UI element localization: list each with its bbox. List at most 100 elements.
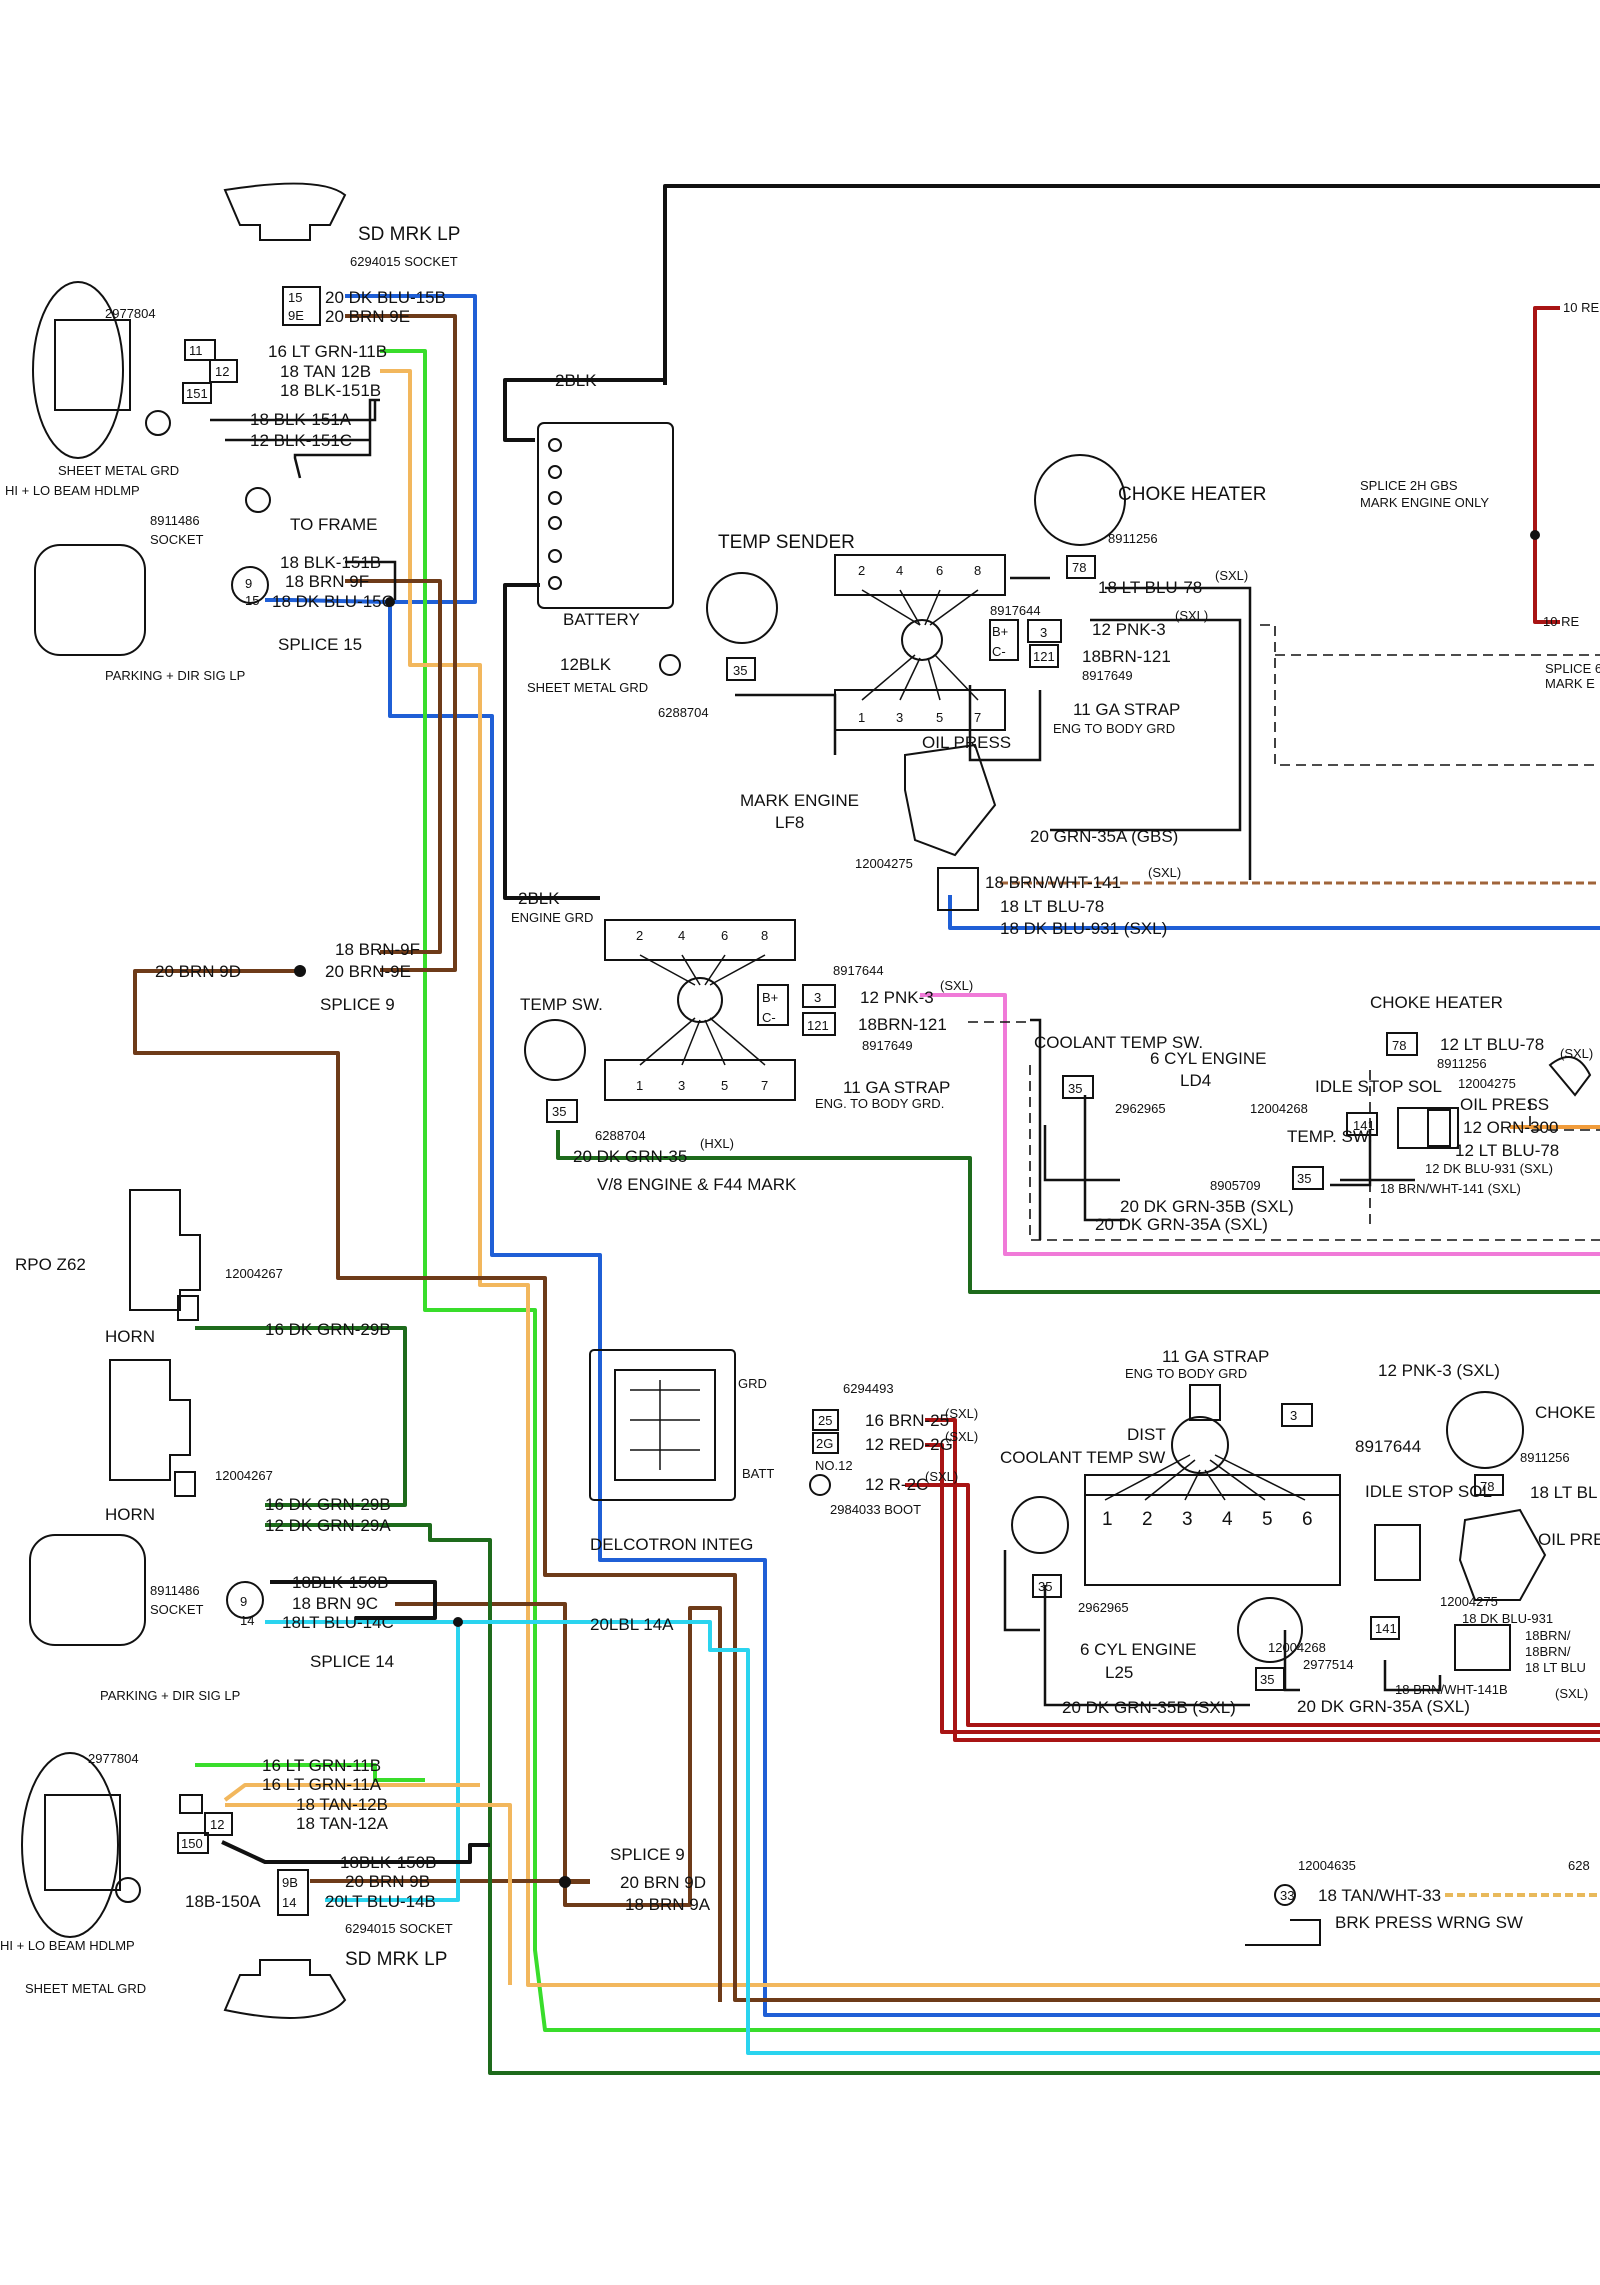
w-20dkgrn35: 20 DK GRN-35 — [573, 1147, 687, 1166]
conn-35-l25 — [1032, 1574, 1062, 1598]
dashed-wires — [968, 624, 1600, 1241]
blue-931-wire — [948, 895, 1600, 930]
c35-ld4: 35 — [1068, 1081, 1082, 1096]
w-18blk151a: 18 BLK-151A — [250, 410, 352, 429]
oil-press: OIL PRESS — [922, 733, 1011, 752]
w-18dkblu931: 18 DK BLU-931 (SXL) — [1000, 919, 1167, 938]
socket-top — [282, 286, 321, 326]
sheet-metal-grd: SHEET METAL GRD — [58, 463, 179, 478]
temp-sender — [706, 572, 778, 644]
svg-text:4: 4 — [1222, 1509, 1233, 1530]
w-12ltblu78: 12 LT BLU-78 — [1440, 1035, 1544, 1054]
w-18brn9a: 18 BRN 9A — [625, 1895, 711, 1914]
w-12dkgrn29a: 12 DK GRN-29A — [265, 1516, 391, 1535]
w-11ga-strap-3: 11 GA STRAP — [1162, 1347, 1269, 1366]
pink-pnk3-wire — [920, 993, 1600, 1256]
c12: 12 — [215, 364, 229, 379]
dk-green-29b-wire — [195, 1326, 407, 1507]
brown-9d-wire — [133, 969, 1600, 2002]
w-18blk150b-2: 18BLK-150B — [340, 1853, 436, 1872]
w-12red2g: 12 RED-2G — [865, 1435, 953, 1454]
sxl-m: (SXL) — [945, 1429, 978, 1444]
part-8911256-2: 8911256 — [1437, 1056, 1487, 1071]
lt-green-11b-wire — [380, 349, 1600, 2032]
w-2blk: 2BLK — [555, 371, 597, 390]
conn-151 — [182, 382, 212, 404]
sheet-metal-grd-3: SHEET METAL GRD — [25, 1981, 146, 1996]
w-18blk151b: 18 BLK-151B — [280, 381, 381, 400]
part-6294493: 6294493 — [843, 1381, 894, 1396]
black-150-lower-wire — [221, 1840, 490, 1864]
headlamp-top — [32, 281, 124, 459]
part-2984033: 2984033 BOOT — [830, 1502, 921, 1517]
components — [21, 182, 1592, 2019]
red-10-wire — [1533, 306, 1560, 624]
socket-bottom — [277, 1869, 309, 1916]
brown-9c-wire — [395, 1602, 590, 1884]
c35-top: 35 — [733, 663, 747, 678]
w-12pnk3-2: 12 PNK-3 — [860, 988, 934, 1007]
eng-to-body-grd-2: ENG. TO BODY GRD. — [815, 1096, 944, 1111]
choke-heater-2: CHOKE HEATER — [1370, 993, 1503, 1012]
w-18brnwht141: 18 BRN/WHT-141 — [985, 873, 1121, 892]
svg-text:6: 6 — [936, 563, 943, 578]
svg-text:7: 7 — [761, 1078, 768, 1093]
socket-label-2: SOCKET — [150, 532, 204, 547]
coolant-temp-sw-2: COOLANT TEMP SW — [1000, 1448, 1165, 1467]
w-2blk-2: 2BLK — [518, 889, 560, 908]
part-12004268: 12004268 — [1250, 1101, 1308, 1116]
part-12004275-3: 12004275 — [1440, 1594, 1498, 1609]
conn-78-ld4 — [1386, 1032, 1418, 1056]
c35-temp-l25: 35 — [1260, 1672, 1274, 1687]
rpo-z62: RPO Z62 — [15, 1255, 86, 1274]
part-12004275-2: 12004275 — [1458, 1076, 1516, 1091]
sd-mrk-lp-label: SD MRK LP — [358, 224, 460, 245]
part-8917644: 8917644 — [990, 603, 1041, 618]
choke-heater-3: CHOKE HEATER — [1535, 1403, 1600, 1422]
brown-9a-wire — [563, 1606, 722, 2002]
conn-150-lower — [177, 1832, 209, 1854]
dist: DIST — [1127, 1425, 1166, 1444]
lt-green-11a-wire — [195, 1763, 425, 1782]
splice-9: SPLICE 9 — [320, 995, 395, 1014]
horn-top-conn — [177, 1295, 199, 1321]
svg-text:1: 1 — [1102, 1509, 1113, 1530]
svg-text:5: 5 — [936, 710, 943, 725]
conn-35-temp-ld4 — [1292, 1166, 1324, 1190]
conn-78-top — [1066, 555, 1096, 579]
w-18blk151b-2: 18 BLK-151B — [280, 553, 381, 572]
battery: BATTERY — [563, 610, 640, 629]
w-20brn9e-2: 20 BRN-9E — [325, 962, 411, 981]
c3-v8: 3 — [814, 990, 821, 1005]
no12: NO.12 — [815, 1458, 853, 1473]
oil-press-3: OIL PRESS — [1538, 1530, 1600, 1549]
svg-text:5: 5 — [1262, 1509, 1273, 1530]
idle-stop-sol: IDLE STOP SOL — [1315, 1077, 1442, 1096]
black-engine-grd-wire — [503, 583, 600, 900]
labels: SD MRK LP 6294015 SOCKET 2977804 15 9E 2… — [0, 224, 1600, 1996]
temp-sw-l25 — [1237, 1597, 1303, 1663]
svg-text:7: 7 — [974, 710, 981, 725]
oil-press-l25 — [1458, 1508, 1547, 1601]
v8-engine: V/8 ENGINE & F44 MARK — [597, 1175, 797, 1194]
parking-lamp-top — [34, 544, 146, 656]
c121-top: 121 — [1033, 649, 1055, 664]
svg-text:3: 3 — [678, 1078, 685, 1093]
svg-text:2: 2 — [1142, 1509, 1153, 1530]
part-8917644-2: 8917644 — [833, 963, 884, 978]
hxl: (HXL) — [700, 1136, 734, 1151]
conn-25 — [812, 1409, 839, 1431]
w-20lblu14a: 20LBL 14A — [590, 1615, 674, 1634]
thin-wires — [210, 398, 1442, 1707]
sxl-b: (SXL) — [1175, 608, 1208, 623]
w-18tan12a: 18 TAN-12A — [296, 1814, 389, 1833]
splice-15-dot — [385, 597, 395, 607]
w-12dkblu931: 12 DK BLU-931 (SXL) — [1425, 1161, 1553, 1176]
socket-label: 6294015 SOCKET — [350, 254, 458, 269]
six-cyl-engine: 6 CYL ENGINE — [1150, 1049, 1267, 1068]
cminus: C- — [992, 644, 1006, 659]
temp-label: TEMP SENDER — [718, 532, 855, 553]
svg-text:4: 4 — [896, 563, 903, 578]
c3-l25: 3 — [1290, 1408, 1297, 1423]
